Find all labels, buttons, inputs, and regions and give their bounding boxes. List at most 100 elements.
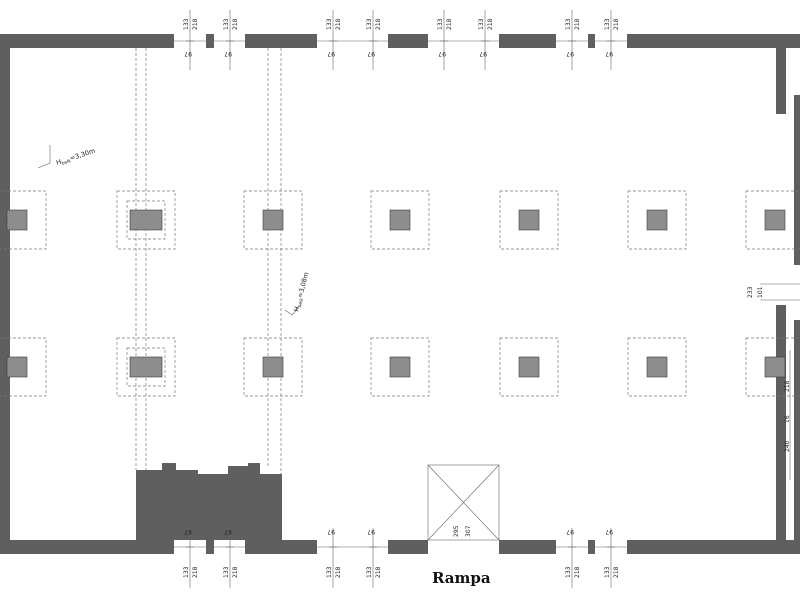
- window-width-dim: 133: [223, 18, 230, 30]
- window-width-dim: 133: [223, 566, 230, 578]
- column: [745, 337, 800, 397]
- window-height-dim: 218: [375, 566, 382, 578]
- column: [745, 190, 800, 250]
- window-height-dim: 218: [335, 566, 342, 578]
- sill-dim: 97: [184, 528, 192, 535]
- height-label: H: [292, 306, 301, 313]
- height-annotation-2: Hbelk=3,08m: [284, 271, 312, 316]
- walls: [0, 34, 800, 554]
- column: [370, 337, 430, 397]
- bottom-wall-segment: [245, 540, 317, 554]
- window-width-dim: 133: [326, 18, 333, 30]
- sill-dim: 97: [438, 50, 446, 57]
- right-wall: [776, 305, 786, 554]
- left-wall: [0, 34, 10, 554]
- column: [627, 190, 687, 250]
- window-width-dim: 133: [565, 18, 572, 30]
- ramp-dim: 307: [465, 525, 472, 537]
- window-height-dim: 218: [232, 18, 239, 30]
- window-width-dim: 133: [366, 566, 373, 578]
- window-width-dim: 133: [604, 18, 611, 30]
- window-height-dim: 218: [574, 18, 581, 30]
- column: [243, 190, 303, 250]
- door-dim: 101: [757, 286, 764, 298]
- window-width-dim: 133: [183, 566, 190, 578]
- bottom-wall-segment: [388, 540, 428, 554]
- top-wall-segment: [0, 34, 174, 48]
- column: [0, 337, 47, 397]
- window-width-dim: 133: [326, 566, 333, 578]
- sill-dim: 97: [605, 50, 613, 57]
- window-width-dim: 133: [604, 566, 611, 578]
- window-height-dim: 218: [446, 18, 453, 30]
- window-width-dim: 133: [366, 18, 373, 30]
- bottom-wall-segment: [499, 540, 556, 554]
- door-dim: 233: [747, 286, 754, 298]
- sill-dim: 97: [566, 50, 574, 57]
- sill-dim: 97: [224, 50, 232, 57]
- sill-dim: 97: [367, 528, 375, 535]
- column: [627, 337, 687, 397]
- bottom-wall-segment: [0, 540, 174, 554]
- window-height-dim: 218: [613, 566, 620, 578]
- right-wall: [776, 34, 786, 114]
- sill-dim: 97: [566, 528, 574, 535]
- sill-dim: 97: [327, 50, 335, 57]
- window-height-dim: 218: [487, 18, 494, 30]
- sill-dim: 97: [605, 528, 613, 535]
- beam-lines: [135, 48, 282, 474]
- svg-text:Hbelk=3,08m: Hbelk=3,08m: [292, 271, 312, 313]
- window-height-dim: 218: [613, 18, 620, 30]
- height-label: H: [55, 158, 62, 167]
- top-wall-segment: [499, 34, 556, 48]
- window-height-dim: 218: [574, 566, 581, 578]
- sill-dim: 97: [224, 528, 232, 535]
- window-width-dim: 133: [183, 18, 190, 30]
- window-height-dim: 218: [375, 18, 382, 30]
- window-height-dim: 218: [335, 18, 342, 30]
- columns: [0, 190, 800, 397]
- side-dim: 218: [784, 380, 791, 392]
- top-wall-segment: [388, 34, 428, 48]
- side-dim: 16: [784, 415, 791, 423]
- column: [116, 190, 176, 250]
- column: [243, 337, 303, 397]
- height-annotation-1: Hbelk=3,30m: [37, 145, 97, 169]
- column: [370, 190, 430, 250]
- ramp-dim: 295: [453, 525, 460, 537]
- ramp-label: Rampa: [432, 569, 491, 587]
- right-wall-outer: [794, 320, 800, 554]
- sill-dim: 97: [479, 50, 487, 57]
- column: [499, 190, 559, 250]
- window-width-dim: 133: [437, 18, 444, 30]
- top-wall-segment: [245, 34, 317, 48]
- window-width-dim: 133: [478, 18, 485, 30]
- bottom-wall-segment: [627, 540, 800, 554]
- column: [0, 190, 47, 250]
- right-wall-outer: [794, 95, 800, 265]
- ramp: 295 307 Rampa: [427, 464, 500, 587]
- column: [116, 337, 176, 397]
- window-height-dim: 218: [232, 566, 239, 578]
- side-dim: 240: [784, 440, 791, 452]
- sill-dim: 97: [184, 50, 192, 57]
- window-height-dim: 218: [192, 566, 199, 578]
- svg-text:Hbelk=3,30m: Hbelk=3,30m: [55, 147, 97, 169]
- sill-dim: 97: [327, 528, 335, 535]
- column: [499, 337, 559, 397]
